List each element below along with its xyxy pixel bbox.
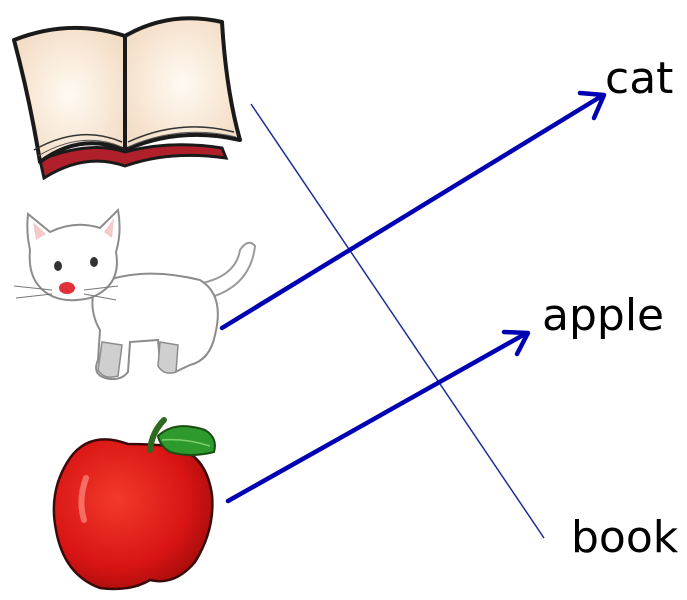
cat-picture[interactable] xyxy=(13,207,257,381)
open-book-icon xyxy=(12,16,242,181)
cat-icon xyxy=(13,207,257,381)
book-word[interactable]: book xyxy=(571,512,679,563)
apple-icon xyxy=(52,417,216,591)
book-picture[interactable] xyxy=(12,16,242,181)
apple-connector-arrow xyxy=(225,329,531,504)
cat-word[interactable]: cat xyxy=(605,53,673,104)
book-connector-line xyxy=(250,103,545,539)
apple-word[interactable]: apple xyxy=(542,290,664,341)
apple-picture[interactable] xyxy=(52,417,216,591)
cat-connector-arrow xyxy=(219,90,607,331)
